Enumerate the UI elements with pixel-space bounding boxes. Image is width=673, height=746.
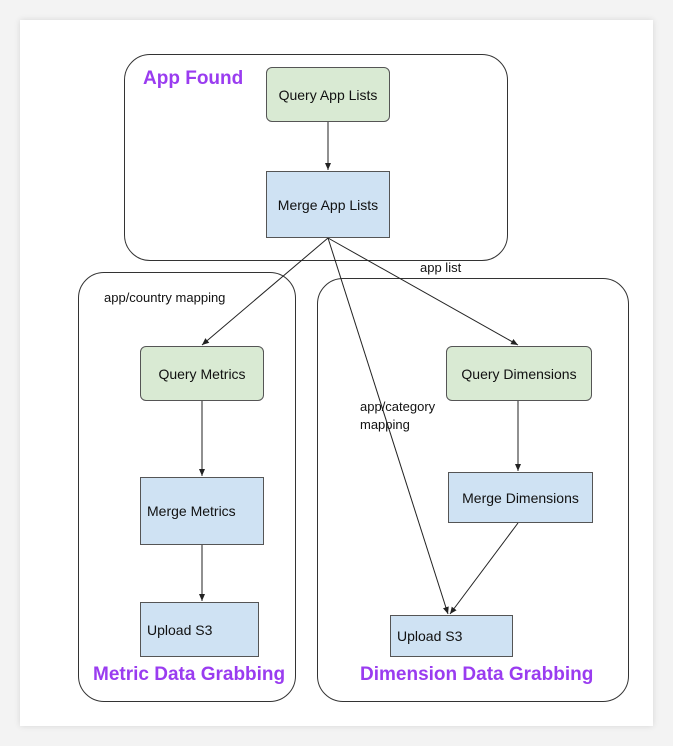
edge-label-app-country-mapping: app/country mapping: [104, 290, 226, 305]
node-merge-metrics[interactable]: Merge Metrics: [140, 477, 264, 545]
edge-label-app-category-mapping-line1: app/category: [360, 399, 436, 414]
node-query-metrics[interactable]: Query Metrics: [140, 346, 264, 401]
group-title-app-found: App Found: [143, 68, 244, 89]
node-upload-s3-metric[interactable]: Upload S3: [140, 602, 259, 657]
edge-label-app-category-mapping-line2: mapping: [360, 417, 410, 432]
node-merge-app-lists[interactable]: Merge App Lists: [266, 171, 390, 238]
group-title-metric: Metric Data Grabbing: [93, 664, 286, 685]
node-upload-s3-dimension[interactable]: Upload S3: [390, 615, 513, 657]
node-query-dimensions[interactable]: Query Dimensions: [446, 346, 592, 401]
node-merge-dimensions[interactable]: Merge Dimensions: [448, 472, 593, 523]
node-query-app-lists[interactable]: Query App Lists: [266, 67, 390, 122]
group-title-dimension: Dimension Data Grabbing: [360, 664, 594, 685]
group-metric-data-grabbing: [78, 272, 296, 702]
edge-label-app-list: app list: [420, 260, 462, 275]
